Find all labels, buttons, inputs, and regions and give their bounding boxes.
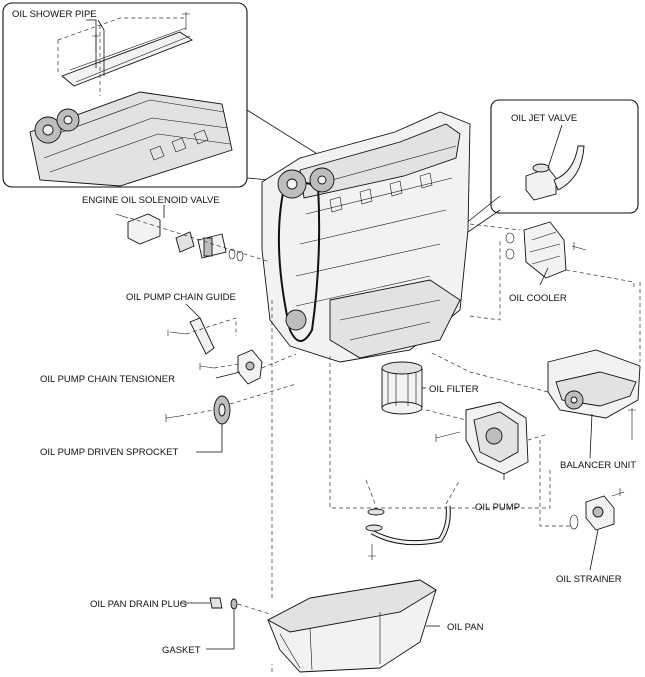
- label-oil-pump-driven-sprocket: OIL PUMP DRIVEN SPROCKET: [40, 447, 179, 458]
- oil-shower-pipe-drawing: [61, 31, 193, 87]
- oil-pan-drain-plug-drawing: [209, 597, 271, 615]
- leader-lines: [86, 19, 599, 650]
- oil-jet-valve-inset: [490, 99, 639, 214]
- label-oil-shower-pipe: OIL SHOWER PIPE: [12, 9, 97, 20]
- label-oil-cooler: OIL COOLER: [509, 293, 567, 304]
- label-gasket: GASKET: [162, 645, 201, 656]
- label-oil-pump: OIL PUMP: [475, 502, 520, 513]
- oil-pickup-tube-drawing: [365, 479, 461, 560]
- cylinder-head-drawing: [29, 91, 233, 187]
- label-oil-pump-chain-guide: OIL PUMP CHAIN GUIDE: [126, 292, 236, 303]
- gasket-drawing: [230, 598, 238, 610]
- label-oil-pan-drain-plug: OIL PAN DRAIN PLUG: [90, 599, 187, 610]
- label-oil-pump-chain-tensioner: OIL PUMP CHAIN TENSIONER: [40, 374, 175, 385]
- oil-pump-chain-guide-drawing: [167, 317, 237, 355]
- label-engine-oil-solenoid-valve: ENGINE OIL SOLENOID VALVE: [82, 195, 220, 206]
- engine-block-drawing: [261, 111, 471, 363]
- label-oil-strainer: OIL STRAINER: [556, 574, 622, 585]
- label-balancer-unit: BALANCER UNIT: [560, 460, 636, 471]
- balancer-unit-drawing: [429, 282, 641, 440]
- label-oil-jet-valve: OIL JET VALVE: [511, 113, 577, 124]
- oil-pan-drawing: [267, 300, 437, 673]
- label-oil-filter: OIL FILTER: [429, 384, 479, 395]
- label-oil-pan: OIL PAN: [447, 622, 484, 633]
- oil-cooler-drawing: [469, 221, 635, 321]
- oil-pump-chain-tensioner-drawing: [199, 349, 297, 385]
- oil-pump-driven-sprocket-drawing: [165, 383, 297, 425]
- oil-pump-drawing: [329, 356, 551, 509]
- oil-filter-drawing: [381, 361, 423, 415]
- oil-shower-pipe-inset: [2, 2, 248, 188]
- engine-oil-solenoid-valve-drawing: [115, 213, 271, 263]
- oil-strainer-drawing: [539, 440, 625, 531]
